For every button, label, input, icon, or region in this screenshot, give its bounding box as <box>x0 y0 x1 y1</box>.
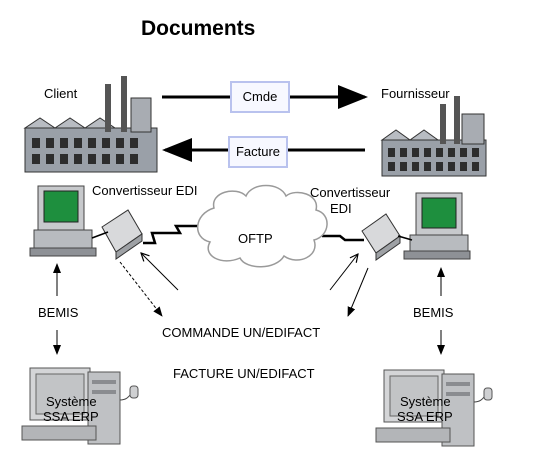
erp-computer-icon-left <box>21 367 139 445</box>
converter-label-right-line2: EDI <box>330 201 352 216</box>
computer-icon-right <box>403 192 471 260</box>
modem-icon-right <box>361 213 413 261</box>
order-format-label: COMMANDE UN/EDIFACT <box>162 325 321 340</box>
converter-label-right-line1: Convertisseur <box>310 185 391 200</box>
factory-icon-client <box>23 76 158 173</box>
erp-computer-icon-right <box>375 369 493 447</box>
invoice-format-label: FACTURE UN/EDIFACT <box>173 366 315 381</box>
computer-icon-left <box>29 185 97 257</box>
network-cloud <box>197 184 328 268</box>
arrow-modem-left-down <box>119 261 163 317</box>
link-right <box>322 234 364 242</box>
mapping-label-right: BEMIS <box>413 305 454 320</box>
order-label: Cmde <box>242 89 278 104</box>
erp-label-right-line2: SSA ERP <box>397 409 453 424</box>
order-document: Cmde <box>230 81 290 113</box>
client-label: Client <box>44 86 78 101</box>
page-title: Documents <box>141 17 256 40</box>
invoice-label: Facture <box>235 144 281 159</box>
network-label: OFTP <box>238 231 273 246</box>
erp-label-left-line1: Système <box>46 394 97 409</box>
erp-label-right-line1: Système <box>400 394 451 409</box>
invoice-document: Facture <box>228 136 288 168</box>
link-left <box>143 224 204 245</box>
mapping-label-left: BEMIS <box>38 305 79 320</box>
supplier-label: Fournisseur <box>381 86 450 101</box>
modem-icon-left <box>91 209 143 260</box>
arrow-modem-right-up <box>329 254 358 291</box>
erp-label-left-line2: SSA ERP <box>43 409 99 424</box>
factory-icon-supplier <box>380 96 487 177</box>
arrow-modem-left-up <box>141 253 179 291</box>
arrow-modem-right-down <box>347 267 369 317</box>
converter-label-left: Convertisseur EDI <box>92 183 198 198</box>
